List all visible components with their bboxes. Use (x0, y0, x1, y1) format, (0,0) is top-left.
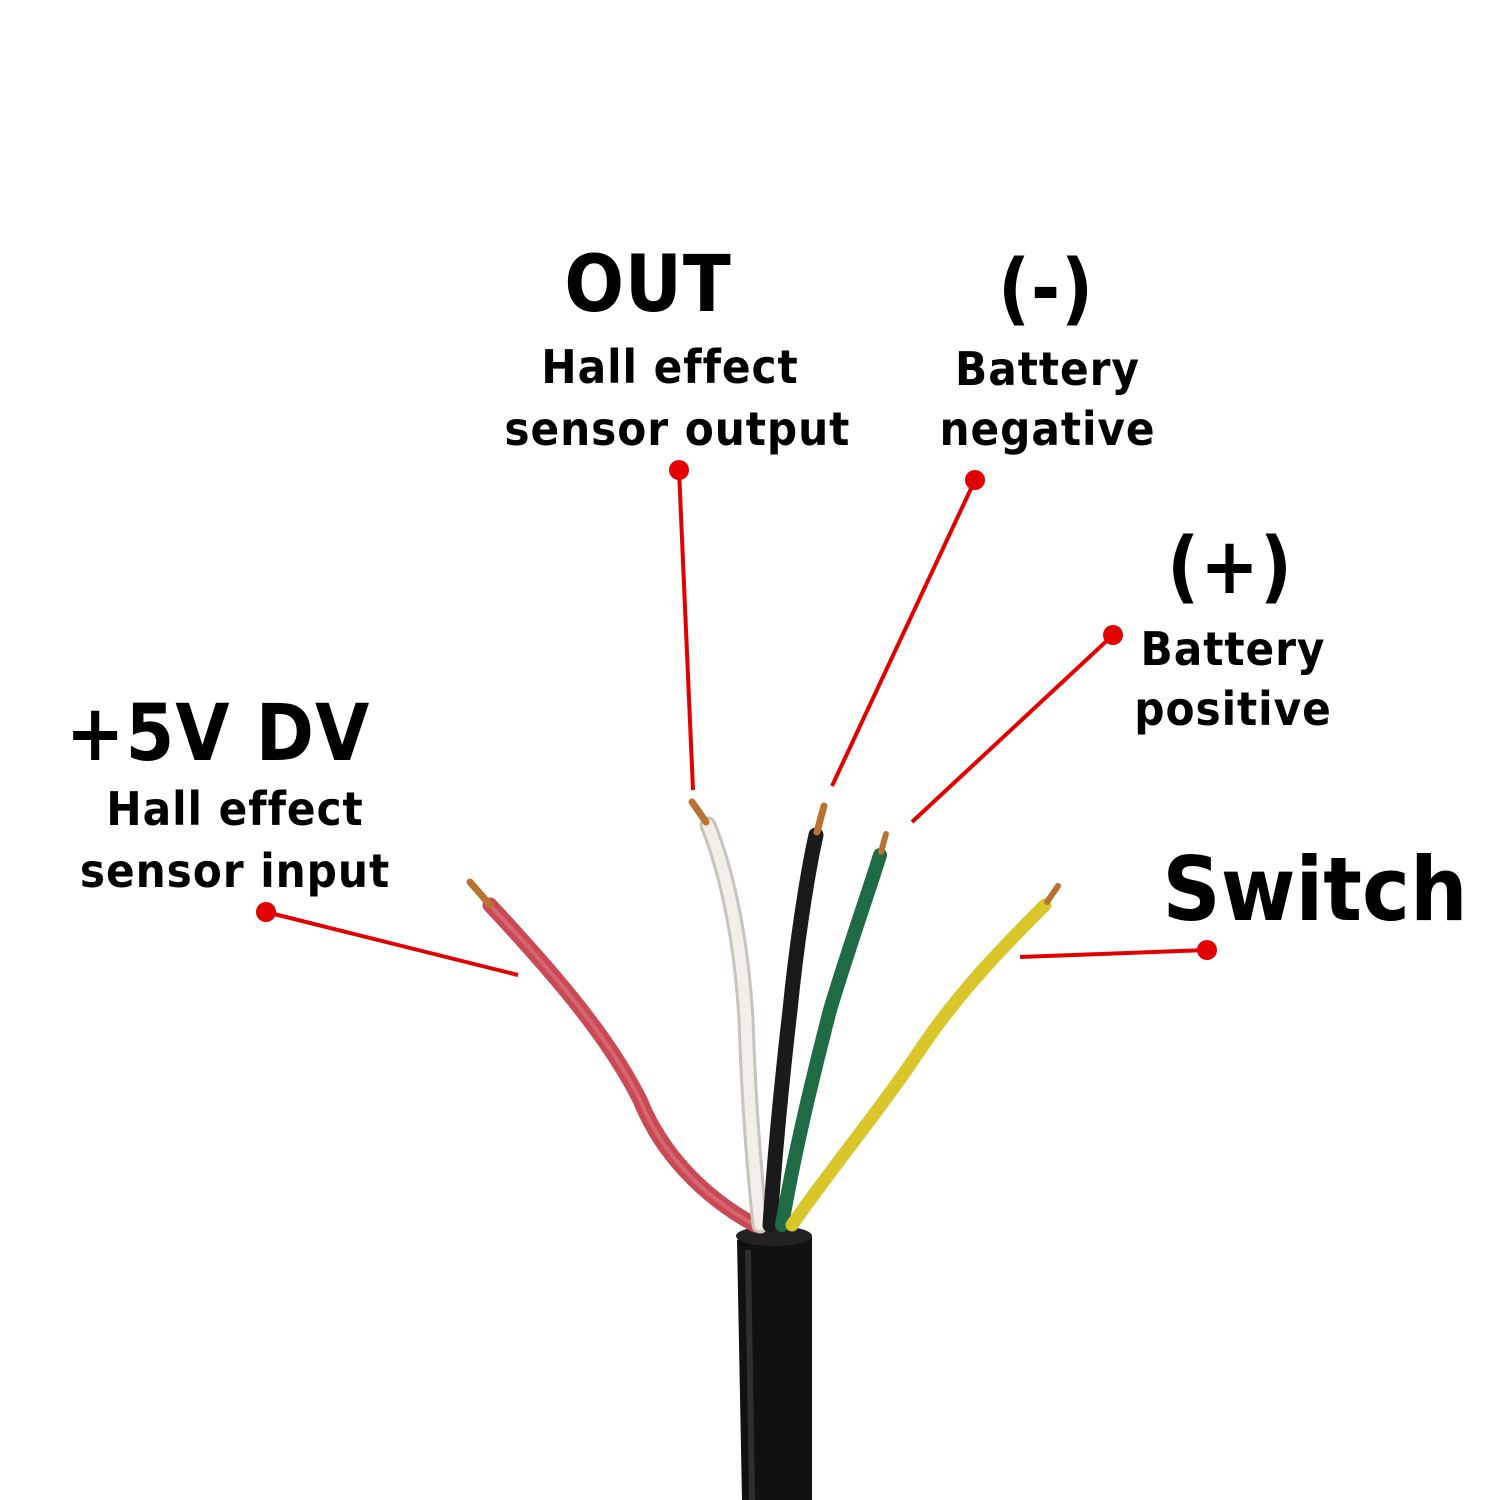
pointer-switch (1019, 940, 1217, 960)
vcc-title: +5V DV (65, 689, 371, 779)
black-wire (762, 802, 828, 1233)
vcc-line1: Hall effect (106, 782, 364, 836)
red-wire (466, 878, 763, 1233)
green-wire (775, 831, 889, 1232)
positive-title: (+) (1167, 522, 1293, 612)
pointer-vcc (256, 902, 519, 977)
pointer-negative (830, 470, 985, 787)
out-line2: sensor output (504, 402, 851, 456)
white-wire (688, 798, 769, 1234)
pointer-out (669, 460, 695, 791)
out-line1: Hall effect (541, 340, 799, 394)
pointer-positive (910, 625, 1123, 824)
negative-line2: negative (939, 402, 1156, 456)
vcc-line2: sensor input (79, 844, 391, 898)
positive-line1: Battery (1140, 622, 1326, 676)
positive-line2: positive (1134, 682, 1332, 736)
negative-line1: Battery (955, 342, 1140, 396)
cable-jacket (736, 1226, 812, 1500)
switch-title: Switch (1162, 838, 1468, 941)
negative-title: (-) (997, 244, 1094, 334)
out-title: OUT (564, 240, 732, 330)
yellow-wire (785, 883, 1061, 1232)
